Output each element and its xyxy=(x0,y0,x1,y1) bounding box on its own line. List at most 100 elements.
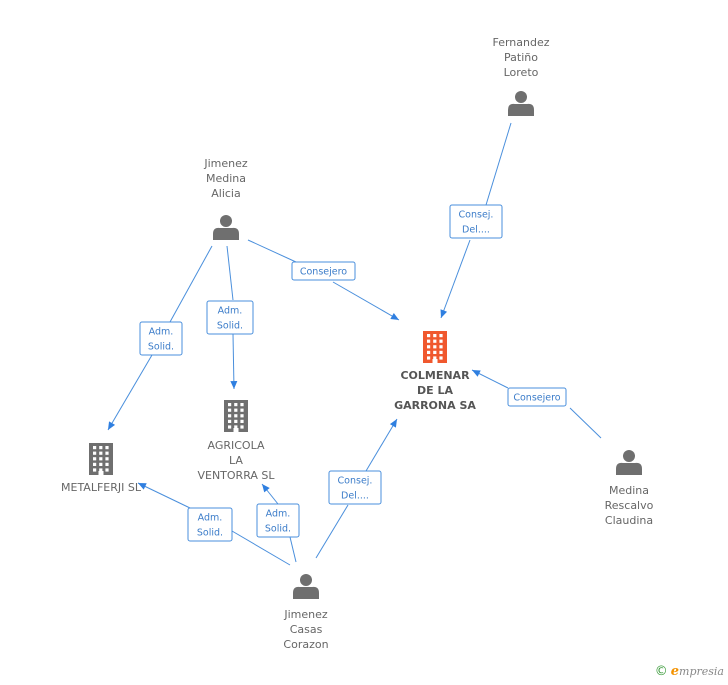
nodes-layer: FernandezPatiñoLoretoJimenezMedinaAlicia… xyxy=(61,36,654,651)
node-label: Medina xyxy=(609,484,649,497)
node-label: Rescalvo xyxy=(605,499,654,512)
node-label: Alicia xyxy=(211,187,240,200)
building-icon xyxy=(89,443,113,475)
node-metalferji[interactable]: METALFERJI SL xyxy=(61,443,142,494)
node-label: METALFERJI SL xyxy=(61,481,142,494)
arrow-head xyxy=(108,421,116,430)
node-label: Medina xyxy=(206,172,246,185)
arrow-head xyxy=(440,309,448,318)
edge-label-box xyxy=(507,387,567,407)
edge-jimenez_medina-to-metalferji[interactable] xyxy=(107,245,213,431)
edge-line-segment xyxy=(137,482,191,509)
copyright-brand[interactable]: ©empresia xyxy=(655,664,724,679)
edge-medina_rescalvo-to-colmenar[interactable] xyxy=(471,369,602,439)
edge-label-box xyxy=(187,507,233,542)
edge-line-segment xyxy=(169,245,213,323)
edge-label[interactable]: Consej. Del.... xyxy=(449,204,503,239)
arrow-head xyxy=(262,484,270,493)
edge-label[interactable]: Consejero xyxy=(507,387,567,407)
node-label: Casas xyxy=(290,623,323,636)
arrow-head xyxy=(389,419,397,428)
person-icon xyxy=(293,574,319,599)
edge-line-segment xyxy=(231,530,291,566)
edge-jimenez_medina-to-agricola[interactable] xyxy=(226,245,238,390)
edge-line-segment xyxy=(315,504,349,559)
node-label: Loreto xyxy=(504,66,539,79)
person-icon xyxy=(508,91,534,116)
node-label: LA xyxy=(229,454,243,467)
edge-label-box xyxy=(256,503,300,538)
node-label: Claudina xyxy=(605,514,653,527)
edge-line-segment xyxy=(332,281,400,321)
node-label: GARRONA SA xyxy=(394,399,476,412)
arrow-head xyxy=(230,380,238,389)
edge-jimenez_casas-to-metalferji[interactable] xyxy=(137,482,291,566)
node-label: Fernandez xyxy=(492,36,549,49)
node-label: VENTORRA SL xyxy=(197,469,275,482)
edge-label-box xyxy=(139,321,183,356)
edge-label-text: Solid. xyxy=(148,342,174,353)
edge-line-segment xyxy=(440,239,471,319)
edge-label-box xyxy=(328,470,382,505)
edge-labels-layer: Consej.Del....ConsejeroAdm.Solid.Adm.Sol… xyxy=(139,204,567,542)
edge-jimenez_casas-to-agricola[interactable] xyxy=(261,483,297,563)
edge-label-box xyxy=(291,261,356,281)
node-label: Patiño xyxy=(504,51,538,64)
edge-label-text: Solid. xyxy=(265,524,291,535)
building-icon xyxy=(423,331,447,363)
node-label: Jimenez xyxy=(203,157,248,170)
node-agricola[interactable]: AGRICOLA LA VENTORRA SL xyxy=(197,400,275,482)
node-label: Jimenez xyxy=(283,608,328,621)
edge-label-box xyxy=(449,204,503,239)
edge-jimenez_casas-to-colmenar[interactable] xyxy=(315,418,398,559)
edge-label-text: Adm. xyxy=(198,513,223,524)
edge-label-text: Del.... xyxy=(341,491,369,502)
node-label: AGRICOLA xyxy=(208,439,265,452)
edge-line-segment xyxy=(569,407,602,439)
edge-label[interactable]: Consejero xyxy=(291,261,356,281)
edge-label-text: Solid. xyxy=(197,528,223,539)
person-icon xyxy=(616,450,642,475)
edge-label-box xyxy=(206,300,254,335)
edge-label[interactable]: Adm. Solid. xyxy=(256,503,300,538)
edge-line-segment xyxy=(485,122,512,206)
copyright-symbol: © xyxy=(654,664,668,679)
node-label: COLMENAR xyxy=(400,369,470,382)
node-label: DE LA xyxy=(417,384,453,397)
edge-line-segment xyxy=(107,354,153,431)
node-colmenar[interactable]: COLMENAR DE LA GARRONA SA xyxy=(394,331,476,412)
edge-label[interactable]: Adm. Solid. xyxy=(187,507,233,542)
edge-label-text: Del.... xyxy=(462,225,490,236)
edge-label[interactable]: Consej. Del.... xyxy=(328,470,382,505)
edge-label-text: Solid. xyxy=(217,321,243,332)
brand-logo-text: mpresia xyxy=(679,665,724,678)
node-label: Corazon xyxy=(283,638,328,651)
edge-label[interactable]: Adm. Solid. xyxy=(206,300,254,335)
edge-line-segment xyxy=(226,245,234,301)
edge-jimenez_medina-to-colmenar[interactable] xyxy=(247,239,400,321)
edge-label-text: Consej. xyxy=(338,476,373,487)
edge-label-text: Adm. xyxy=(218,306,243,317)
edges-layer xyxy=(107,122,602,566)
person-icon xyxy=(213,215,239,240)
brand-logo-initial: e xyxy=(670,664,680,679)
edge-line-segment xyxy=(289,536,297,563)
building-icon xyxy=(224,400,248,432)
edge-label-text: Consej. xyxy=(459,210,494,221)
edge-line-segment xyxy=(232,333,235,390)
arrow-head xyxy=(472,370,481,377)
edge-line-segment xyxy=(365,418,398,472)
edge-fernandez-to-colmenar[interactable] xyxy=(440,122,512,319)
arrow-head xyxy=(138,483,147,490)
edge-label-text: Adm. xyxy=(149,327,174,338)
edge-label[interactable]: Adm. Solid. xyxy=(139,321,183,356)
edge-label-text: Adm. xyxy=(266,509,291,520)
edge-line-segment xyxy=(247,239,297,263)
edge-label-text: Consejero xyxy=(300,267,347,278)
edge-label-text: Consejero xyxy=(513,393,560,404)
